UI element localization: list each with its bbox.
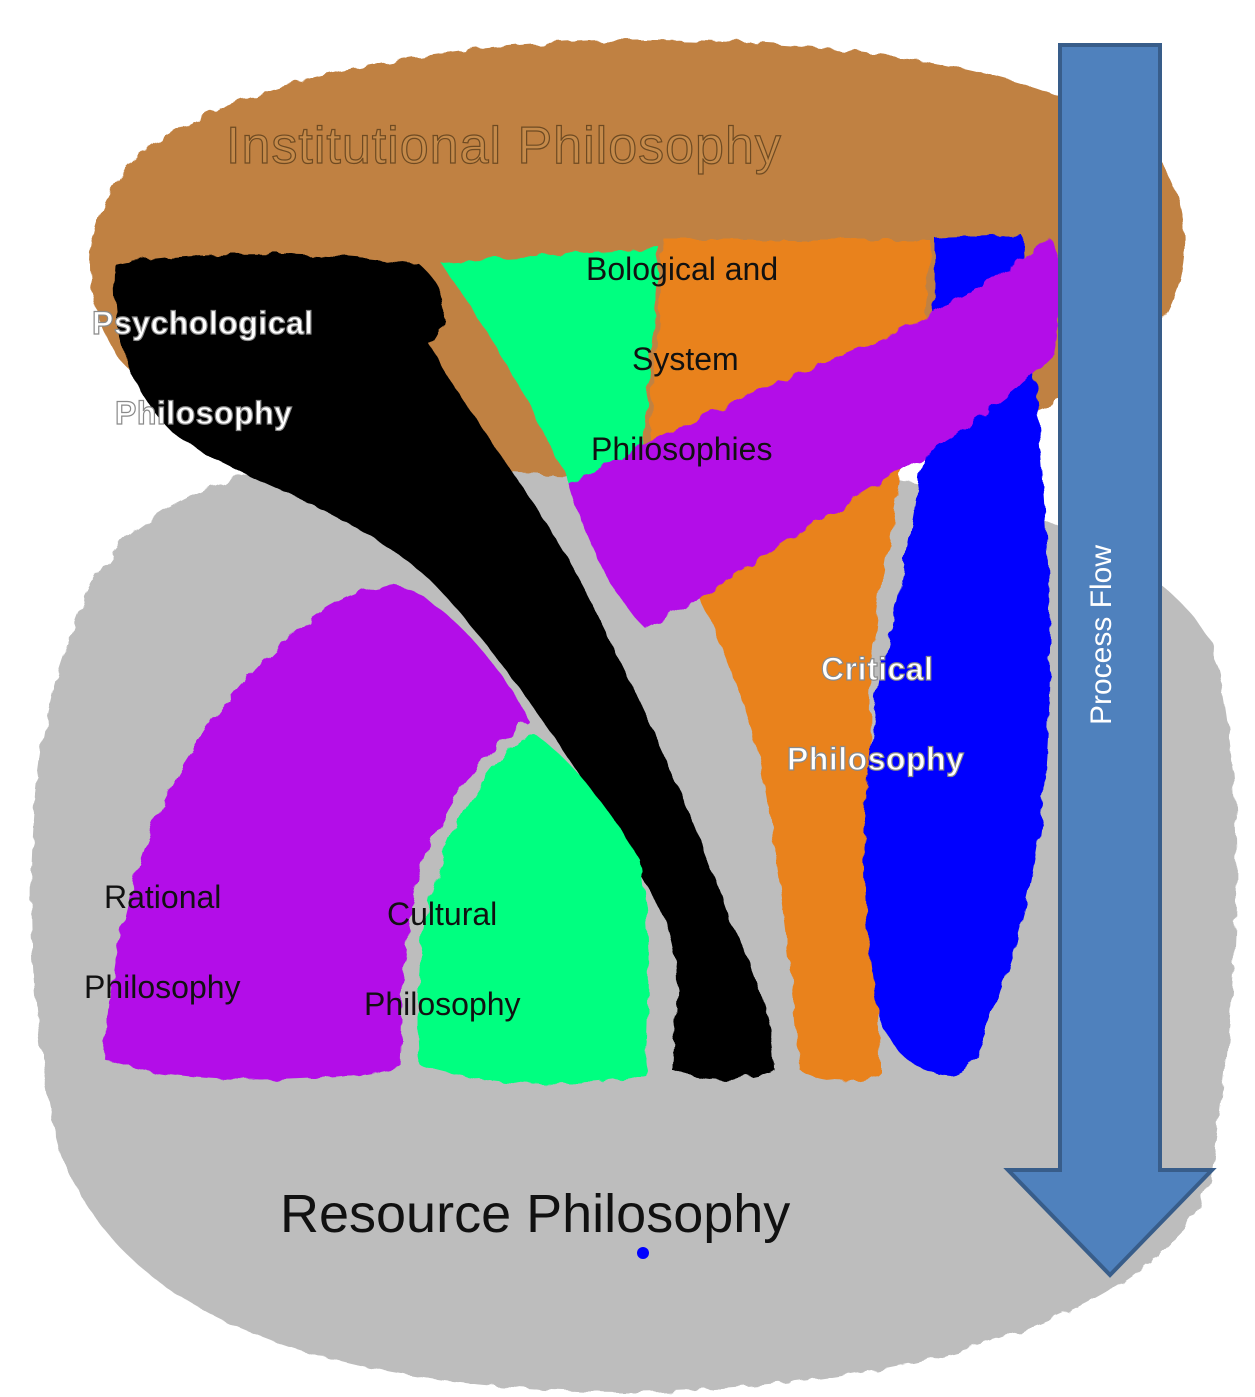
purple-upper-band: [570, 238, 1061, 628]
process-flow-label: Process Flow: [1085, 544, 1118, 726]
psychological-label-line1: Psychological: [91, 305, 314, 341]
critical-label-line2: Philosophy: [786, 741, 965, 777]
cultural-label-line1: Cultural: [387, 896, 498, 932]
blue-dot: [637, 1247, 649, 1259]
critical-blue-column: [864, 235, 1050, 1075]
process-flow-arrow: [1003, 43, 1217, 1278]
down-arrow-icon: [1003, 43, 1217, 1278]
rational-label-line1: Rational: [104, 879, 222, 915]
critical-label-line1: Critical: [820, 651, 934, 687]
resource-philosophy-label: Resource Philosophy: [280, 1184, 791, 1244]
cultural-label-line2: Philosophy: [364, 986, 521, 1022]
biological-label-line1: Bological and: [586, 251, 779, 287]
cultural-green-region: [418, 735, 649, 1084]
biological-label-line3: Philosophies: [591, 431, 773, 467]
institutional-philosophy-label: Institutional Philosophy: [225, 117, 782, 175]
psychological-label-line2: Philosophy: [114, 395, 293, 431]
biological-green-top: [440, 248, 660, 485]
rational-purple-region: [105, 585, 528, 1080]
biological-label-line2: System: [632, 341, 739, 377]
psychological-black-shape: [114, 253, 775, 1080]
rational-label-line2: Philosophy: [84, 969, 241, 1005]
